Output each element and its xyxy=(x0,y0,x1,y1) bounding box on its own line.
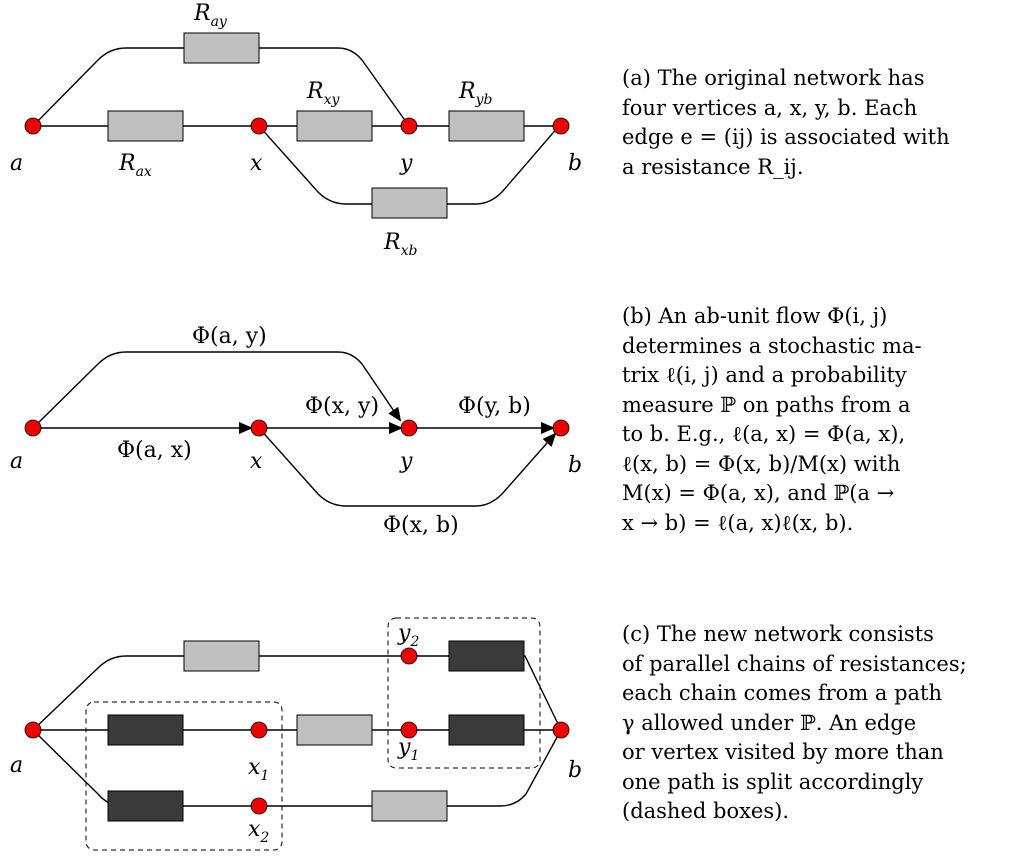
caption-b-line: measure ℙ on paths from a xyxy=(622,392,911,417)
node-b xyxy=(552,721,570,739)
panel-a-diagram: a x y b Ray Rax Rxy Ryb Rxb xyxy=(10,1,582,259)
node-a xyxy=(24,721,42,739)
label-y: y xyxy=(399,151,413,176)
resistor-yb xyxy=(448,110,525,142)
caption-b: (b) An ab-unit flow Φ(i, j) determines a… xyxy=(622,302,1014,538)
caption-b-line: ℓ(x, b) = Φ(x, b)/M(x) with xyxy=(622,451,901,476)
resistor-light-bottom xyxy=(371,790,448,822)
caption-a-line: four vertices a, x, y, b. Each xyxy=(622,95,918,120)
caption-b-line: M(x) = Φ(a, x), and ℙ(a → xyxy=(622,481,895,505)
flow-edge-x-b xyxy=(258,427,557,507)
node-x1 xyxy=(250,721,268,739)
caption-c-line: of parallel chains of resistances; xyxy=(622,651,967,676)
node-x xyxy=(250,419,268,437)
label-y1: y1 xyxy=(397,735,419,764)
node-a xyxy=(24,117,42,135)
resistor-light-top xyxy=(183,640,260,672)
resistor-dark-bottom xyxy=(107,790,184,822)
resistor-ay xyxy=(183,32,260,64)
label-r-xy: Rxy xyxy=(306,79,340,108)
caption-c-line: γ allowed under ℙ. An edge xyxy=(622,710,917,735)
caption-c: (c) The new network consists of parallel… xyxy=(622,620,1014,827)
caption-a-line: (a) The original network has xyxy=(622,66,925,90)
resistor-light-mid xyxy=(296,714,373,746)
label-r-xb: Rxb xyxy=(383,230,417,259)
label-y2: y2 xyxy=(397,621,419,650)
resistor-dark-mid-left xyxy=(107,714,184,746)
resistor-xy xyxy=(296,110,373,142)
caption-c-line: or vertex visited by more than xyxy=(622,740,944,764)
label-r-ax: Rax xyxy=(118,151,152,180)
label-flow-yb: Φ(y, b) xyxy=(458,394,531,419)
split-box-y xyxy=(387,617,541,769)
label-y: y xyxy=(399,449,413,474)
resistor-xb xyxy=(371,187,448,219)
caption-a-line: edge e = (ij) is associated with xyxy=(622,125,950,149)
label-a: a xyxy=(10,449,23,474)
caption-a: (a) The original network has four vertic… xyxy=(622,64,1014,182)
panel-c-diagram: a b x1 x2 y1 y2 xyxy=(10,617,582,851)
label-flow-xy: Φ(x, y) xyxy=(305,394,379,419)
label-x2: x2 xyxy=(248,817,269,846)
label-a: a xyxy=(10,151,23,176)
resistor-dark-mid-right xyxy=(448,714,525,746)
label-a: a xyxy=(10,753,23,778)
caption-a-line: a resistance R_ij. xyxy=(622,154,804,179)
label-r-ay: Ray xyxy=(193,1,228,30)
label-flow-xb: Φ(x, b) xyxy=(383,513,459,538)
node-x xyxy=(250,117,268,135)
chain-top xyxy=(32,655,562,731)
caption-b-line: (b) An ab-unit flow Φ(i, j) xyxy=(622,304,888,328)
caption-b-line: trix ℓ(i, j) and a probability xyxy=(622,363,907,387)
label-r-yb: Ryb xyxy=(458,79,492,108)
resistor-ax xyxy=(107,110,184,142)
caption-c-line: (dashed boxes). xyxy=(622,799,790,823)
label-x: x xyxy=(250,449,263,474)
node-b xyxy=(552,117,570,135)
node-a xyxy=(24,419,42,437)
node-y xyxy=(400,117,418,135)
caption-c-line: (c) The new network consists xyxy=(622,622,934,646)
node-y2 xyxy=(400,647,418,665)
panel-b-diagram: a x y b Φ(a, y) Φ(a, x) Φ(x, y) Φ(y, b) … xyxy=(10,324,582,538)
caption-c-line: each chain comes from a path xyxy=(622,681,942,705)
caption-c-line: one path is split accordingly xyxy=(622,769,924,794)
node-y xyxy=(400,419,418,437)
label-flow-ay: Φ(a, y) xyxy=(192,324,267,349)
label-b: b xyxy=(568,453,582,478)
caption-b-line: to b. E.g., ℓ(a, x) = Φ(a, x), xyxy=(622,422,906,446)
label-flow-ax: Φ(a, x) xyxy=(117,438,192,463)
label-b: b xyxy=(568,151,582,176)
resistor-dark-top xyxy=(448,640,525,672)
label-b: b xyxy=(568,758,582,783)
caption-b-line: x → b) = ℓ(a, x)ℓ(x, b). xyxy=(622,510,854,535)
node-y1 xyxy=(400,721,418,739)
node-b xyxy=(552,419,570,437)
node-x2 xyxy=(250,797,268,815)
chain-bottom xyxy=(32,729,562,807)
split-box-x xyxy=(85,701,283,851)
flow-edge-a-y xyxy=(32,351,402,429)
label-x: x xyxy=(250,151,263,176)
caption-b-line: determines a stochastic ma- xyxy=(622,333,922,358)
label-x1: x1 xyxy=(248,755,269,784)
